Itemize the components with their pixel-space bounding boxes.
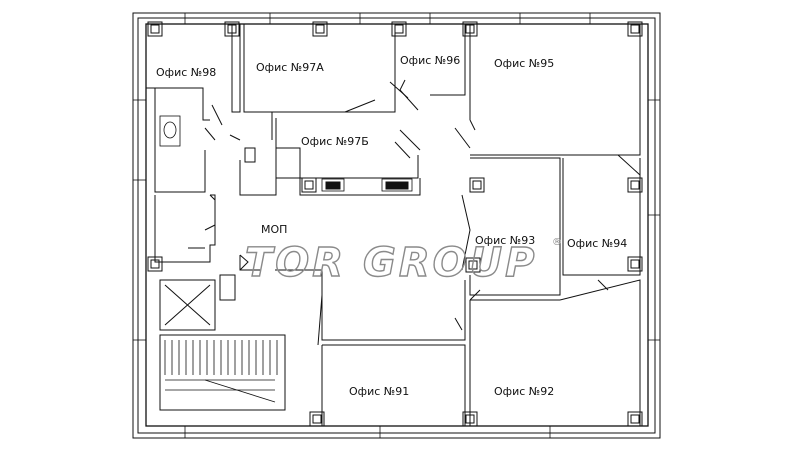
room-95-walls [469,24,641,156]
stairwell [159,254,286,411]
registered-mark: ® [552,237,562,248]
room-97a-walls [243,24,396,140]
room-97b-walls [275,118,419,179]
room-96-walls [389,24,466,99]
room-97a-label: Офис №97А [256,61,324,74]
room-92-label: Офис №92 [494,385,554,398]
room-92-walls [469,279,641,426]
room-91-label: Офис №91 [349,385,409,398]
watermark: TOR GROUP [245,240,537,286]
columns [147,21,643,427]
outer-wall [132,12,661,439]
room-97b-label: Офис №97Б [301,135,369,148]
room-94-walls [562,154,641,276]
room-93-walls [469,157,561,296]
room-94-label: Офис №94 [567,237,627,250]
room-98-label: Офис №98 [156,66,216,79]
room-98-walls [146,24,241,121]
room-95-label: Офис №95 [494,57,554,70]
room-93-label: Офис №93 [475,234,535,247]
room-91-walls [321,344,466,426]
room-96-label: Офис №96 [400,54,460,67]
mop-label: МОП [261,223,287,236]
